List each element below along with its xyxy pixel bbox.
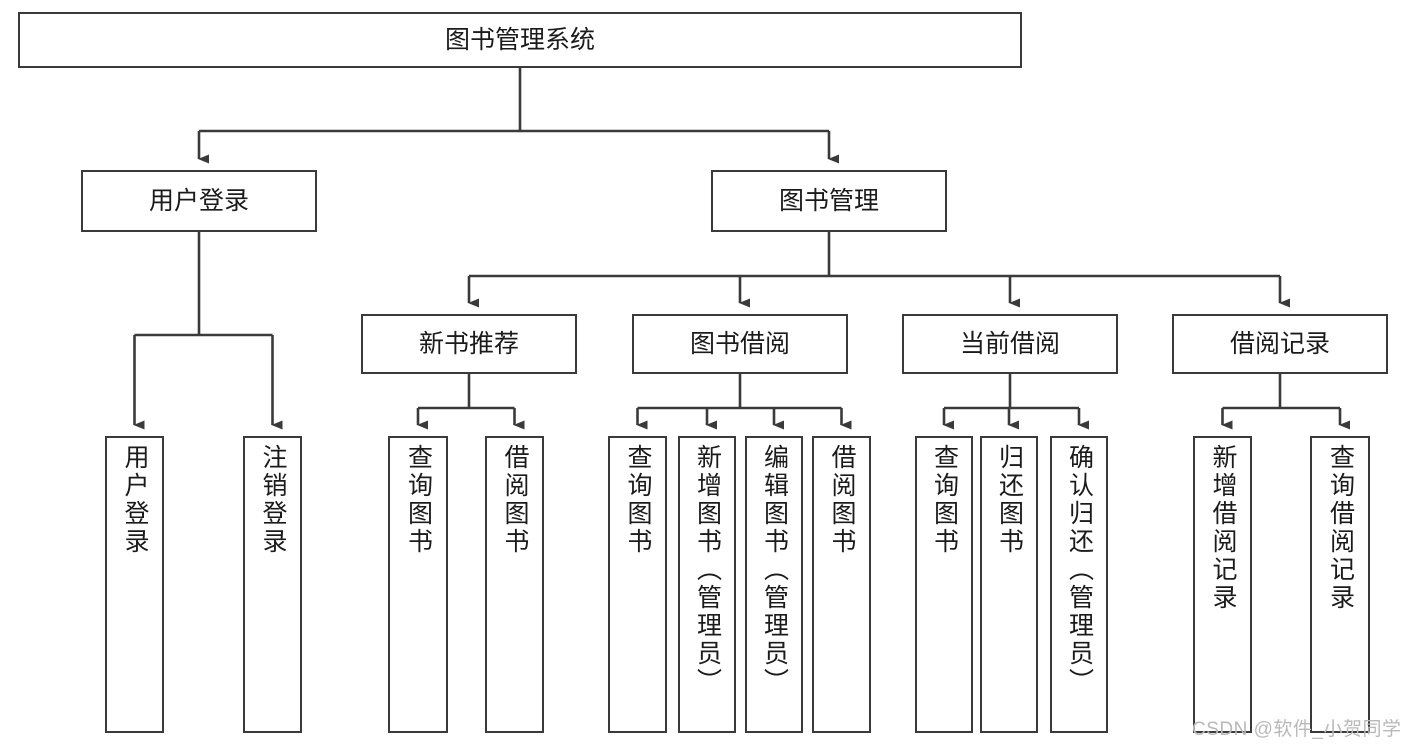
node-label: 借阅图书	[501, 444, 529, 556]
node-label: 确认归还（管理员）	[1065, 444, 1094, 696]
node-book-manage[interactable]: 图书管理	[711, 170, 947, 232]
node-label: 图书借阅	[689, 330, 790, 358]
node-leaf-br-query[interactable]: 查询借阅记录	[1310, 436, 1370, 733]
node-label: 查询图书	[624, 444, 652, 556]
node-label: 图书管理	[778, 187, 879, 215]
node-label: 新书推荐	[418, 330, 519, 358]
node-leaf-cb-confirm[interactable]: 确认归还（管理员）	[1050, 436, 1108, 733]
node-label: 归还图书	[995, 444, 1024, 556]
node-leaf-bb-borrow[interactable]: 借阅图书	[812, 436, 871, 733]
node-root[interactable]: 图书管理系统	[18, 12, 1022, 68]
node-leaf-cb-query[interactable]: 查询图书	[915, 436, 973, 733]
node-user-login[interactable]: 用户登录	[81, 170, 317, 232]
node-leaf-user-login[interactable]: 用户登录	[105, 436, 164, 733]
node-leaf-rec-query[interactable]: 查询图书	[388, 436, 448, 733]
node-leaf-bb-edit[interactable]: 编辑图书（管理员）	[745, 436, 803, 733]
node-label: 用户登录	[121, 444, 149, 556]
node-label: 查询图书	[404, 444, 433, 556]
node-new-book-rec[interactable]: 新书推荐	[361, 314, 577, 374]
node-leaf-rec-borrow[interactable]: 借阅图书	[485, 436, 544, 733]
node-label: 借阅记录	[1229, 330, 1330, 358]
node-leaf-bb-add[interactable]: 新增图书（管理员）	[678, 436, 736, 733]
node-borrow-record[interactable]: 借阅记录	[1172, 314, 1388, 374]
node-label: 查询图书	[930, 444, 959, 556]
node-leaf-user-logout[interactable]: 注销登录	[243, 436, 302, 733]
connector-lines	[133, 68, 1350, 430]
node-label: 新增图书（管理员）	[693, 444, 722, 696]
node-leaf-bb-query[interactable]: 查询图书	[608, 436, 667, 733]
node-label: 借阅图书	[828, 444, 856, 556]
node-label: 新增借阅记录	[1209, 444, 1237, 612]
node-current-borrow[interactable]: 当前借阅	[902, 314, 1118, 374]
node-label: 用户登录	[148, 187, 249, 215]
node-leaf-br-add[interactable]: 新增借阅记录	[1193, 436, 1252, 733]
node-label: 注销登录	[259, 444, 287, 556]
node-label: 图书管理系统	[444, 26, 595, 54]
node-label: 查询借阅记录	[1326, 444, 1355, 612]
node-label: 当前借阅	[959, 330, 1060, 358]
node-book-borrow[interactable]: 图书借阅	[632, 314, 848, 374]
node-label: 编辑图书（管理员）	[760, 444, 789, 696]
node-leaf-cb-return[interactable]: 归还图书	[980, 436, 1038, 733]
